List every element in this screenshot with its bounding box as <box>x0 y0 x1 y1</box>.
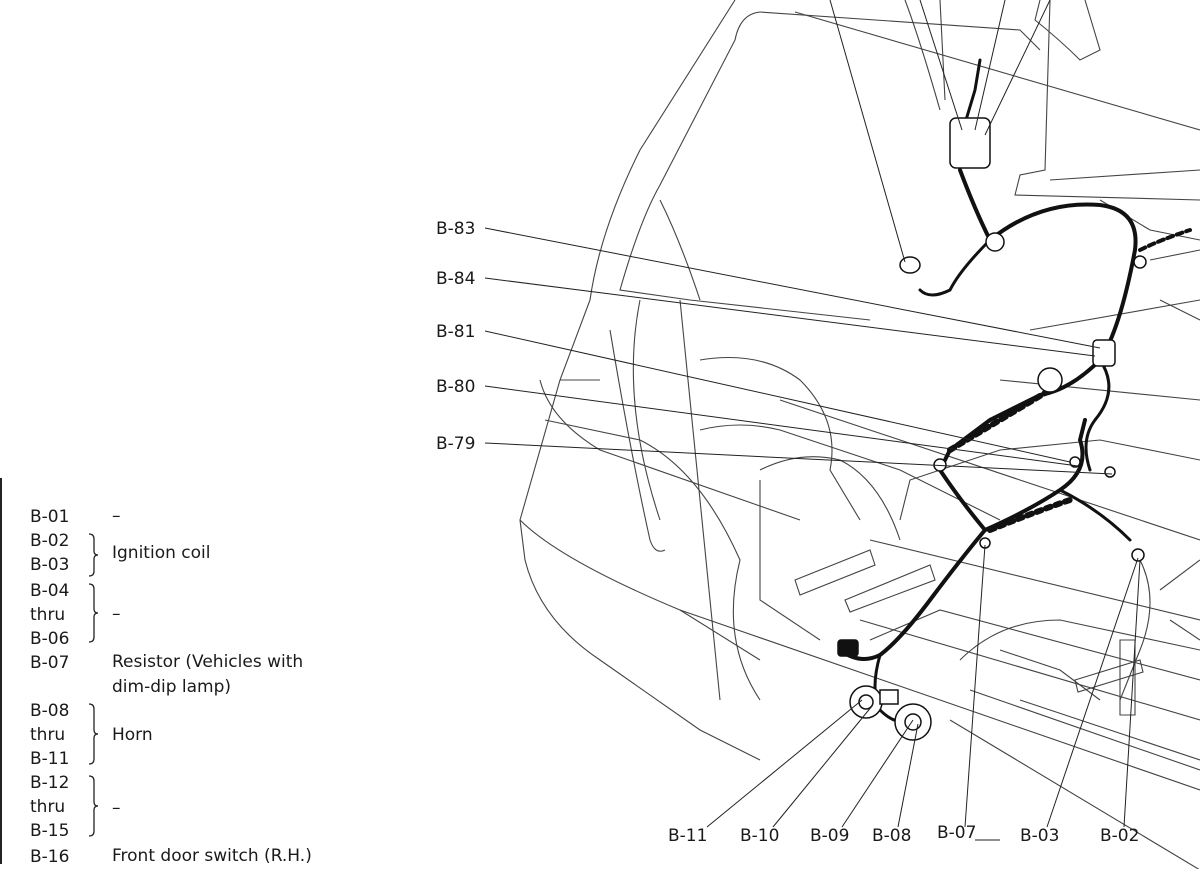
legend-code-thru: thru <box>30 725 66 745</box>
legend-margin-rule <box>0 478 2 864</box>
legend-code-thru: thru <box>30 797 66 817</box>
callout-b80: B-80 <box>436 377 475 397</box>
legend-code-b11: B-11 <box>30 749 70 769</box>
legend-code-b07: B-07 <box>30 653 70 673</box>
callout-b08: B-08 <box>872 826 911 846</box>
legend-code-b01: B-01 <box>30 507 70 527</box>
callout-b79: B-79 <box>436 434 475 454</box>
legend-code-b08: B-08 <box>30 701 70 721</box>
callout-b03: B-03 <box>1020 826 1059 846</box>
legend-code-b04: B-04 <box>30 581 70 601</box>
legend-desc-b04-b06: – <box>112 604 121 624</box>
left-callout-labels: B-83 B-84 B-81 B-80 B-79 <box>436 219 475 454</box>
legend-desc-b12-b15: – <box>112 798 121 818</box>
legend-code-b06: B-06 <box>30 629 70 649</box>
legend-desc-resistor-line1: Resistor (Vehicles with <box>112 652 304 672</box>
legend-code-b16: B-16 <box>30 847 70 867</box>
legend-brace <box>86 583 100 643</box>
legend-brace <box>86 533 100 577</box>
callout-b81: B-81 <box>436 322 475 342</box>
legend-code-b15: B-15 <box>30 821 70 841</box>
wiring-harness <box>838 58 1192 723</box>
callout-b84: B-84 <box>436 269 475 289</box>
legend-desc-b01: – <box>112 506 121 526</box>
callout-b11: B-11 <box>668 826 707 846</box>
vehicle-body-outline <box>519 0 1200 869</box>
legend-brace <box>86 775 100 837</box>
legend-code-thru: thru <box>30 605 66 625</box>
legend-desc-resistor-line2: dim-dip lamp) <box>112 677 232 697</box>
legend-brace <box>86 703 100 765</box>
callout-b09: B-09 <box>810 826 849 846</box>
bottom-callout-labels: B-11 B-10 B-09 B-08 B-07 B-03 B-02 <box>668 823 1139 846</box>
harness-connectors <box>837 117 1147 741</box>
legend-desc-ignition-coil: Ignition coil <box>112 543 211 563</box>
callout-b10: B-10 <box>740 826 779 846</box>
connector-legend: B-01 – B-02 B-03 Ignition coil B-04 thru… <box>0 0 400 869</box>
legend-code-b03: B-03 <box>30 555 70 575</box>
legend-desc-door-switch: Front door switch (R.H.) <box>112 846 312 866</box>
legend-code-b12: B-12 <box>30 773 70 793</box>
callout-b07: B-07 <box>937 823 976 843</box>
legend-desc-horn: Horn <box>112 725 153 745</box>
callout-b02: B-02 <box>1100 826 1139 846</box>
legend-code-b02: B-02 <box>30 531 70 551</box>
callout-b83: B-83 <box>436 219 475 239</box>
callout-leaders <box>484 0 1141 841</box>
